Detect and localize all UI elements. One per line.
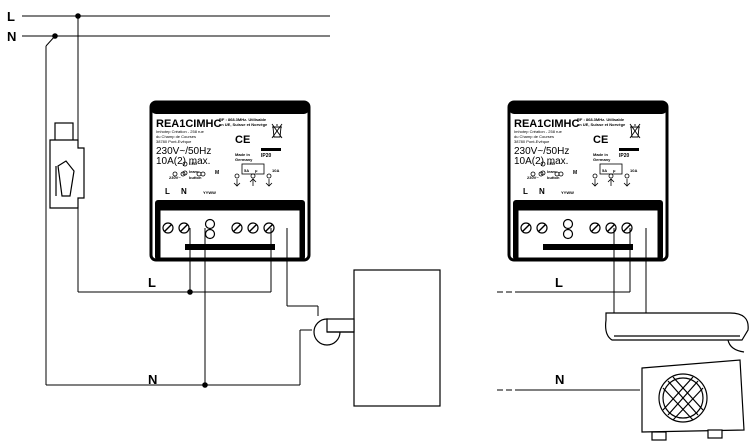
svg-text:IP20: IP20 [261,153,272,159]
right-neutral-label: N [555,372,564,387]
svg-text:M: M [215,170,219,176]
svg-text:REA1CIMHC: REA1CIMHC [156,118,221,130]
neutral-label: N [7,29,16,44]
svg-text:38780 Pont-Evêque: 38780 Pont-Evêque [156,139,192,144]
svg-text:CE: CE [593,134,608,146]
svg-text:M: M [573,170,577,176]
circuit-breaker-icon [49,122,85,209]
svg-text:LED: LED [547,161,555,166]
svg-text:Imhotep Création - 258 rue: Imhotep Création - 258 rue [156,129,205,134]
svg-text:L: L [523,187,528,196]
svg-text:10A(2) max.: 10A(2) max. [156,156,210,167]
live-label: L [7,9,15,24]
ventilation-unit-icon [313,269,441,407]
left-live-label: L [148,275,156,290]
svg-text:Germany: Germany [593,157,611,162]
svg-text:du Champ de Courses: du Champ de Courses [514,134,554,139]
svg-text:L: L [165,187,170,196]
svg-text:230V~: 230V~ [527,175,539,180]
right-live-label: L [555,275,563,290]
left-neutral-label: N [148,372,157,387]
svg-text:10A: 10A [272,168,279,173]
air-conditioner-icon [605,312,749,441]
svg-text:Made in: Made in [235,152,250,157]
svg-text:230V~/50Hz: 230V~/50Hz [514,146,569,157]
svg-text:Germany: Germany [235,157,253,162]
svg-text:CE: CE [235,134,250,146]
svg-text:button: button [547,175,560,180]
svg-text:230V~: 230V~ [169,175,181,180]
svg-text:N: N [539,187,545,196]
svg-text:du Champ de Courses: du Champ de Courses [156,134,196,139]
svg-text:REA1CIMHC: REA1CIMHC [514,118,579,130]
svg-text:5A: 5A [602,168,607,173]
svg-text:en UE, Suisse et Norvège: en UE, Suisse et Norvège [577,122,626,127]
svg-text:230V~/50Hz: 230V~/50Hz [156,146,211,157]
dimmer-module-left: REA1CIMHC RF : 868.3MHz. Utilisable en U… [149,100,311,262]
svg-text:RF : 868.3MHz. Utilisable: RF : 868.3MHz. Utilisable [577,117,625,122]
svg-text:5A: 5A [244,168,249,173]
svg-text:LED: LED [189,161,197,166]
svg-text:YYWW: YYWW [561,190,574,195]
svg-text:Made in: Made in [593,152,608,157]
svg-text:learn: learn [547,169,557,174]
dimmer-module-right: REA1CIMHC RF : 868.3MHz. Utilisable en U… [507,100,669,262]
svg-text:N: N [181,187,187,196]
svg-text:en UE, Suisse et Norvège: en UE, Suisse et Norvège [219,122,268,127]
svg-text:Imhotep Création - 258 rue: Imhotep Création - 258 rue [514,129,563,134]
svg-text:YYWW: YYWW [203,190,216,195]
svg-text:10A(2) max.: 10A(2) max. [514,156,568,167]
svg-text:RF : 868.3MHz. Utilisable: RF : 868.3MHz. Utilisable [219,117,267,122]
svg-text:38780 Pont-Evêque: 38780 Pont-Evêque [514,139,550,144]
svg-text:IP20: IP20 [619,153,630,159]
svg-text:button: button [189,175,202,180]
svg-text:μ: μ [255,168,258,173]
svg-text:10A: 10A [630,168,637,173]
svg-text:μ: μ [613,168,616,173]
svg-text:learn: learn [189,169,199,174]
